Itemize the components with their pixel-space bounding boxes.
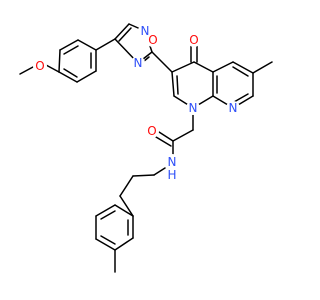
atom-o-methoxy: O [33, 59, 47, 73]
bond-ch2-co [172, 129, 194, 142]
bond-methoxy-o-aryl [45, 64, 60, 73]
atom-o-ketone-label: O [189, 33, 198, 47]
atom-oxadiazole-n-left-label: N [134, 56, 143, 70]
bond-aryl-oxadiazole [95, 38, 116, 51]
atom-n-ring8-label: N [229, 101, 238, 115]
bond-oxadiazole-c3 [151, 51, 173, 73]
atom-nh-amide-label: N [168, 155, 177, 169]
bond-n-benzyl [153, 167, 166, 176]
structure-diagram: O N O N N O N H N O [19, 23, 273, 273]
molecule-svg: O N O N N O N H N O [19, 23, 273, 273]
methoxyphenyl-ring [58, 39, 97, 83]
atom-n-ring1-label: N [189, 101, 198, 115]
atom-oxadiazole-o-top: O [146, 33, 160, 47]
atom-o-methoxy-label: O [35, 59, 44, 73]
atom-h-amide-label: H [167, 168, 176, 182]
bond-benzyl-ring [132, 174, 155, 177]
atom-n-ring8: N [226, 101, 240, 115]
bond-ring-methyl [252, 61, 273, 74]
atom-o-amide-label: O [147, 124, 156, 138]
atom-nh-amide: N H [164, 154, 180, 182]
tolyl-ring [95, 175, 134, 251]
atom-n-oxadiazole-top-label: N [141, 24, 150, 38]
atom-oxadiazole-n-left: N [131, 56, 145, 70]
atom-o-ketone: O [187, 33, 201, 47]
atom-oxadiazole-o-top-label: O [148, 33, 157, 47]
atom-o-amide: O [145, 124, 159, 138]
bond-amide-co [158, 131, 174, 142]
atom-n-ring1: N [186, 101, 200, 115]
bond-methoxy-ch3 [19, 66, 34, 75]
atom-n-oxadiazole-top: N [138, 24, 152, 38]
